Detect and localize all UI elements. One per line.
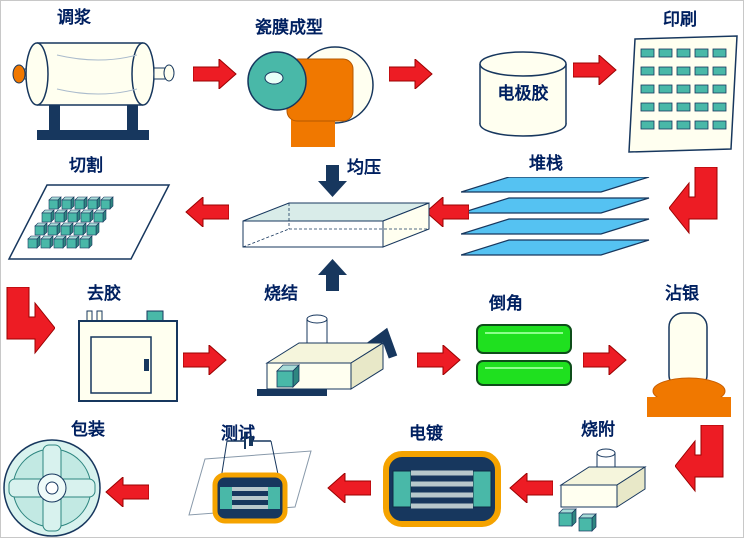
arrow-cut-to-debind [6,287,55,355]
arrow-print-to-stack [669,167,718,235]
arrow-plate-to-test [327,473,371,503]
printed-sheet-icon [628,35,738,153]
stacked-sheets-icon [461,177,650,256]
firing-kiln-icon [558,448,647,532]
arrow-chamfer-to-dip [583,345,627,375]
step-label-cutting: 切割 [69,156,103,175]
press-up-arrow [318,259,347,291]
arrow-dip-to-fire [675,425,724,493]
arrow-stack-to-press [425,197,469,227]
step-label-binder-removal: 去胶 [87,284,121,303]
arrow-press-to-cut [185,197,229,227]
tape-casting-machine-icon [247,46,374,147]
arrow-film-to-paste [389,59,433,89]
step-label-packaging: 包装 [71,420,105,439]
plating-chip-icon [383,451,501,527]
battery-icon [227,433,271,449]
arrow-slurry-to-film [193,59,237,89]
step-label-plating: 电镀 [409,424,443,443]
sintering-kiln-icon [257,314,398,396]
arrow-sinter-to-chamfer [417,345,461,375]
step-label-silver-dipping: 沾银 [665,284,699,303]
arrow-debind-to-sinter [183,345,227,375]
debinding-oven-icon [78,310,178,402]
press-down-arrow [318,165,347,197]
cutting-plate-icon [7,184,171,260]
step-label-pressing: 均压 [347,158,381,177]
step-label-slurry: 调浆 [57,8,91,27]
silver-dip-icon [647,312,731,417]
step-label-film-forming: 瓷膜成型 [255,18,323,37]
packaging-reel-icon [3,439,101,537]
ball-mill-icon [12,42,175,140]
step-label-printing: 印刷 [663,10,697,29]
arrow-test-to-pack [105,477,149,507]
testing-rig-icon [188,433,312,524]
electrode-paste-cylinder-icon [479,51,567,137]
step-label-firing: 烧附 [581,420,615,439]
step-label-chamfering: 倒角 [489,294,523,313]
press-icon [242,165,430,291]
arrow-paste-to-print [573,55,617,85]
step-label-testing: 测试 [221,424,255,443]
chamfer-blocks-icon [476,324,572,386]
step-label-electrode-paste: 电极胶 [497,84,549,103]
arrow-fire-to-plate [509,473,553,503]
step-label-sintering: 烧结 [264,284,298,303]
step-label-stacking: 堆栈 [529,154,563,173]
